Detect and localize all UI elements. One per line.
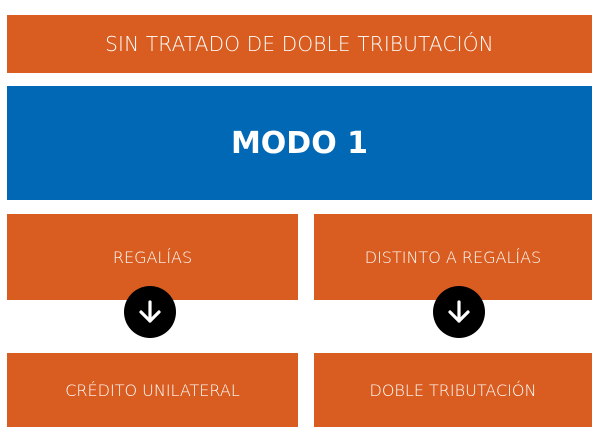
- header-label: SIN TRATADO DE DOBLE TRIBUTACIÓN: [105, 32, 494, 56]
- arrow-down-icon-glyph: [139, 300, 161, 323]
- doble-tributacion-box: DOBLE TRIBUTACIÓN: [314, 353, 592, 427]
- distinto-regalias-label: DISTINTO A REGALÍAS: [364, 247, 542, 267]
- mode-label: MODO 1: [230, 125, 369, 161]
- doble-tributacion-label: DOBLE TRIBUTACIÓN: [369, 380, 537, 400]
- mode-box: MODO 1: [7, 86, 592, 200]
- arrow-down-icon: [433, 286, 485, 338]
- regalias-label: REGALÍAS: [112, 247, 193, 267]
- header-box: SIN TRATADO DE DOBLE TRIBUTACIÓN: [7, 15, 592, 73]
- credito-unilateral-label: CRÉDITO UNILATERAL: [65, 380, 240, 400]
- arrow-down-icon: [124, 286, 176, 338]
- credito-unilateral-box: CRÉDITO UNILATERAL: [7, 353, 298, 427]
- arrow-down-icon-glyph: [448, 300, 470, 323]
- distinto-regalias-box: DISTINTO A REGALÍAS: [314, 214, 592, 300]
- regalias-box: REGALÍAS: [7, 214, 298, 300]
